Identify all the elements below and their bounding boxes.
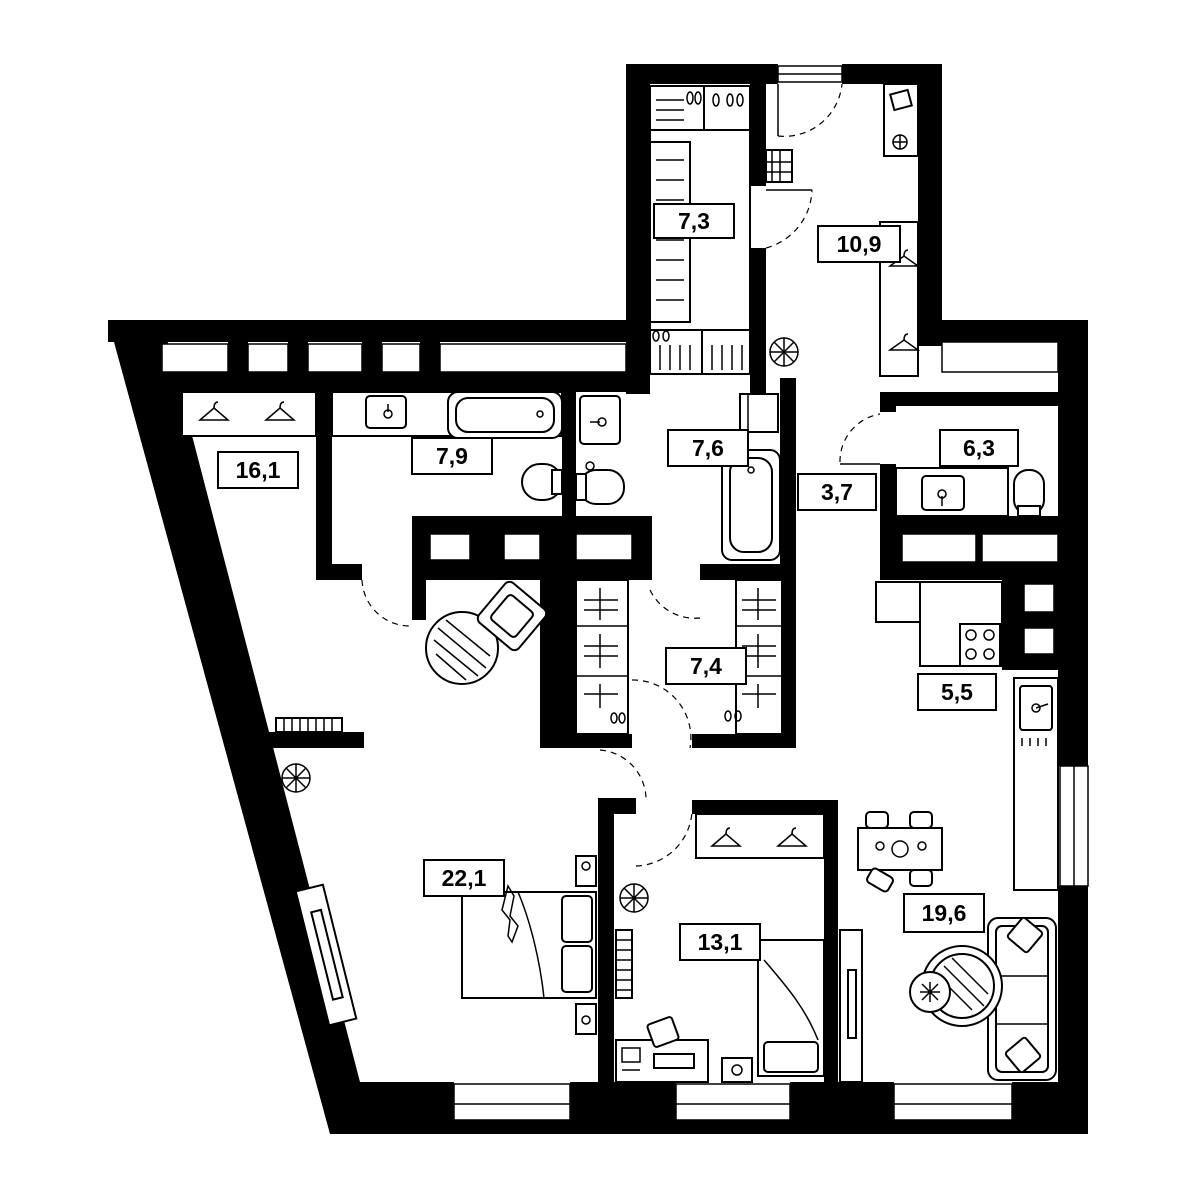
tv-icon — [294, 883, 358, 1027]
bedroom-small-furniture — [615, 813, 863, 1083]
stove-icon — [959, 623, 1001, 667]
bathroom-west-furniture — [331, 391, 563, 501]
radiator-icon — [615, 929, 633, 999]
sink-icon — [365, 395, 407, 429]
room-area-wardrobe-north: 7,3 — [653, 203, 735, 239]
coffee-table-icon — [909, 945, 1003, 1027]
svg-text:19,6: 19,6 — [922, 900, 967, 926]
tv-icon — [839, 929, 863, 1083]
bathtub-icon — [721, 449, 781, 561]
shoes-icon — [652, 91, 744, 342]
room-area-living-room: 19,6 — [903, 893, 985, 933]
room-area-wc: 6,3 — [939, 429, 1019, 467]
room-area-bedroom-small: 13,1 — [679, 923, 761, 961]
plant-icon — [920, 982, 940, 1002]
room-area-corridor: 3,7 — [797, 473, 877, 511]
bedroom-main-furniture — [275, 717, 597, 1035]
room-area-bedroom-main: 22,1 — [423, 859, 505, 897]
area-labels: 7,3 10,9 16,1 7,9 7,6 3,7 6,3 7,4 — [217, 203, 1019, 961]
wc-furniture — [895, 467, 1045, 517]
svg-text:16,1: 16,1 — [236, 457, 281, 483]
shoes-icon — [610, 712, 626, 724]
plant-icon — [281, 763, 311, 793]
armchair-icon — [425, 580, 548, 685]
svg-text:7,6: 7,6 — [692, 435, 724, 461]
svg-text:7,9: 7,9 — [436, 443, 468, 469]
svg-text:7,3: 7,3 — [678, 208, 710, 234]
sink-icon — [1019, 685, 1053, 731]
hanger-icon — [887, 333, 921, 351]
windows — [161, 65, 1089, 1121]
svg-text:7,4: 7,4 — [690, 653, 722, 679]
dining-table-icon — [857, 811, 943, 893]
plant-icon — [892, 134, 908, 150]
living-room-furniture — [857, 811, 1057, 1081]
room-area-bathroom-central: 7,6 — [667, 429, 749, 467]
svg-text:22,1: 22,1 — [442, 865, 487, 891]
radiator-icon — [275, 717, 343, 733]
svg-text:13,1: 13,1 — [698, 929, 743, 955]
room-area-bathroom-west: 7,9 — [411, 437, 493, 475]
hanger-icon — [709, 827, 743, 847]
svg-text:3,7: 3,7 — [821, 479, 853, 505]
hanger-icon — [197, 401, 231, 421]
outer-walls — [108, 64, 1088, 1134]
plant-icon — [619, 883, 649, 913]
bathroom-central-furniture — [575, 393, 781, 561]
svg-text:6,3: 6,3 — [963, 435, 995, 461]
sink-icon — [579, 395, 621, 445]
toilet-icon — [575, 461, 625, 505]
bed-icon — [757, 939, 825, 1077]
bed-icon — [461, 855, 597, 1035]
hanger-icon — [775, 827, 809, 847]
room-area-kitchen: 5,5 — [917, 673, 997, 711]
room-area-wardrobe-central: 7,4 — [665, 647, 747, 685]
room-area-wardrobe-west: 16,1 — [217, 451, 299, 489]
svg-text:10,9: 10,9 — [837, 231, 882, 257]
toilet-icon — [521, 463, 563, 501]
wardrobe-west-furniture — [181, 391, 317, 437]
plant-icon — [769, 337, 799, 367]
sink-icon — [921, 475, 965, 511]
door-swings — [361, 83, 881, 867]
svg-text:5,5: 5,5 — [941, 679, 973, 705]
interior-walls — [264, 378, 1060, 1082]
hanger-icon — [263, 401, 297, 421]
shoes-icon — [724, 710, 742, 722]
kitchen-furniture — [875, 581, 1059, 891]
room-area-hallway-north: 10,9 — [817, 225, 901, 263]
toilet-icon — [1013, 469, 1045, 517]
sofa-icon — [987, 916, 1057, 1081]
bathtub-icon — [447, 391, 563, 439]
